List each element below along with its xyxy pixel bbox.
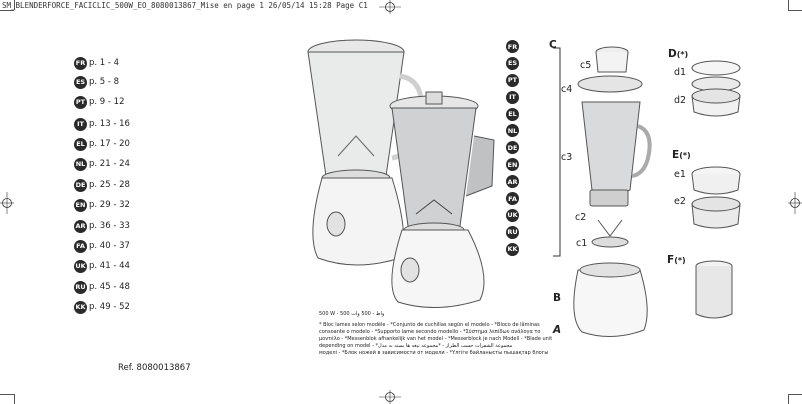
label-c3: c3 (561, 152, 573, 163)
label-d: D(*) (668, 48, 689, 60)
page-range: p. 40 - 37 (89, 241, 130, 251)
language-badge: EL (74, 137, 87, 151)
page-range: p. 9 - 12 (89, 97, 125, 107)
note-line: * Bloc lames selon modèle - *Conjunto de… (319, 322, 540, 328)
page-range: p. 5 - 8 (89, 77, 120, 87)
language-badge: IT (506, 90, 519, 104)
language-badge: PT (506, 73, 519, 87)
blender-illustration (307, 39, 495, 308)
crop-mark (14, 0, 15, 10)
language-badge: ES (74, 75, 87, 89)
registration-mark-icon (379, 0, 401, 14)
label-d2: d2 (674, 95, 687, 106)
exploded-parts-diagram (553, 46, 652, 338)
page-range: p. 1 - 4 (89, 58, 120, 68)
crop-mark (788, 0, 789, 10)
crop-mark (0, 394, 14, 395)
language-badge: RU (506, 225, 519, 239)
crop-mark (0, 10, 14, 11)
language-badge-column: FR ES PT IT EL NL DE EN AR FA UK RU KK (506, 40, 519, 260)
page-range: p. 45 - 48 (89, 282, 130, 292)
language-badge: NL (74, 157, 87, 171)
language-badge: NL (506, 124, 519, 138)
note-line: depending on model - *مجموعة الشفرات حسب… (319, 343, 513, 349)
language-badge: EN (506, 158, 519, 172)
language-badge: FA (506, 192, 519, 206)
label-f: F(*) (667, 254, 686, 266)
language-badge: FR (506, 40, 519, 53)
accessories-diagram (691, 60, 741, 319)
label-e1: e1 (674, 169, 686, 180)
language-badge: FR (74, 56, 87, 70)
blender-left (307, 39, 425, 266)
language-badge: AR (74, 219, 87, 233)
crop-mark (788, 394, 802, 395)
label-a: A (553, 324, 562, 336)
crop-mark (788, 394, 789, 404)
page-range: p. 21 - 24 (89, 159, 130, 169)
crop-mark (788, 10, 802, 11)
registration-mark-icon (788, 192, 802, 214)
page-range: p. 49 - 52 (89, 302, 130, 312)
page-range: p. 17 - 20 (89, 139, 130, 149)
label-e: E(*) (672, 149, 691, 161)
label-c4: c4 (561, 84, 573, 95)
language-badge: KK (506, 242, 519, 256)
language-badge: UK (506, 208, 519, 222)
language-badge: DE (506, 141, 519, 155)
language-badge: AR (506, 175, 519, 189)
reference-number: Ref. 8080013867 (118, 363, 191, 373)
language-badge: UK (74, 259, 87, 273)
page-range: p. 13 - 16 (89, 119, 130, 129)
registration-mark-icon (0, 192, 14, 214)
note-line: моделі - *Блок ножей в зависимости от мо… (319, 350, 549, 356)
language-badge: KK (74, 300, 87, 314)
label-c5: c5 (580, 60, 592, 71)
language-badge: EN (74, 198, 87, 212)
print-slug: SM_BLENDERFORCE_FACICLIC_500W_EO_8080013… (2, 1, 368, 10)
power-rating: 500 W - 500 واط - 500 وات (319, 311, 385, 317)
label-d1: d1 (674, 67, 687, 78)
label-c: C (549, 39, 557, 51)
crop-mark (14, 394, 15, 404)
language-badge: EL (506, 107, 519, 121)
language-badge: PT (74, 95, 87, 109)
language-badge: DE (74, 178, 87, 192)
note-line: μοντέλο - *Messenblok afhankelijk van he… (319, 336, 553, 342)
language-badge: IT (74, 117, 87, 131)
label-b: B (553, 292, 562, 304)
label-c1: c1 (576, 238, 588, 249)
language-badge: RU (74, 280, 87, 294)
label-c2: c2 (575, 212, 587, 223)
page-range: p. 29 - 32 (89, 200, 130, 210)
language-badge: ES (506, 56, 519, 70)
page-range: p. 25 - 28 (89, 180, 130, 190)
language-badge: FA (74, 239, 87, 253)
blender-right (389, 91, 495, 308)
registration-mark-icon (379, 390, 401, 404)
page-range: p. 41 - 44 (89, 261, 130, 271)
note-line: consoante o modelo - *Supporto lame seco… (319, 329, 541, 335)
page-range: p. 36 - 33 (89, 221, 130, 231)
label-e2: e2 (674, 196, 686, 207)
